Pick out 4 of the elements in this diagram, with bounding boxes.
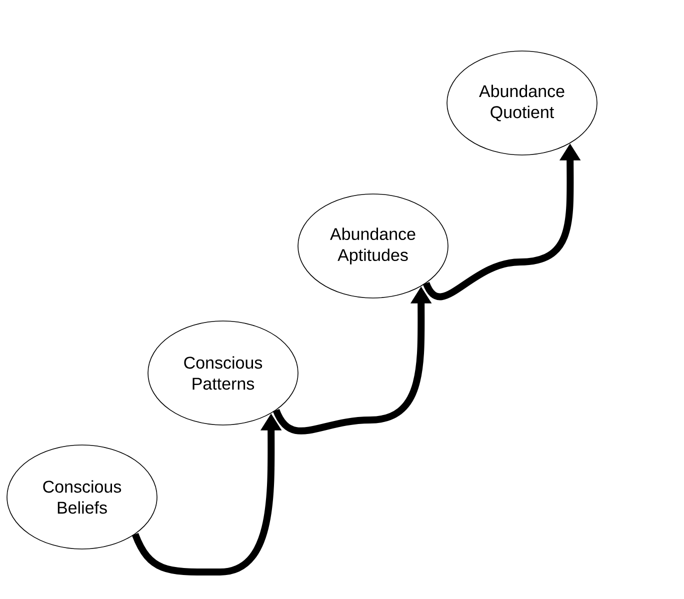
ellipse-node: Abundance Quotient (446, 50, 598, 156)
ellipse-node: Abundance Aptitudes (298, 194, 448, 298)
ellipse-node: Conscious Patterns (148, 320, 298, 426)
ellipse-node: Conscious Beliefs (6, 444, 158, 550)
